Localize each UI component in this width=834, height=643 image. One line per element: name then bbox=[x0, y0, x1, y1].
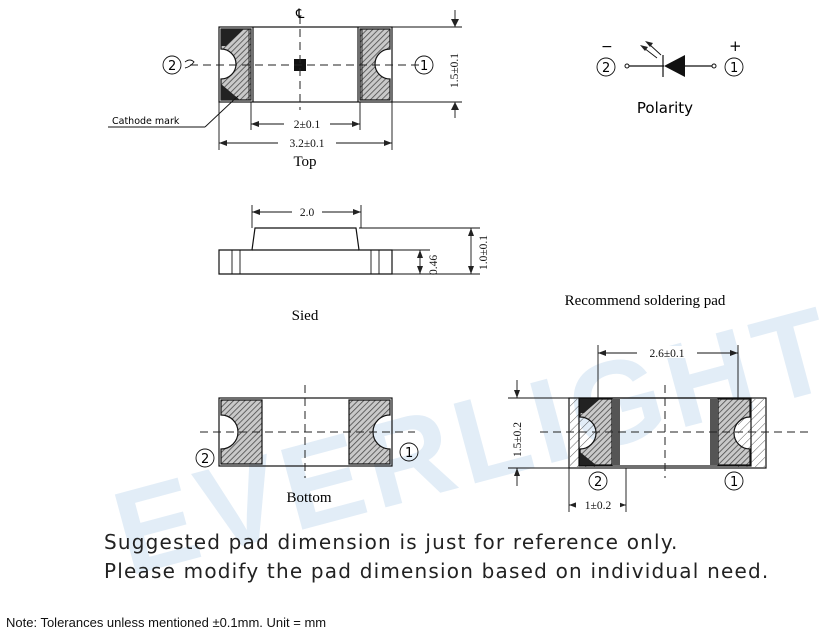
polarity-pin2-circle bbox=[596, 57, 616, 77]
cathode-leader-diag bbox=[204, 95, 239, 128]
emit-arrow-2-line bbox=[648, 43, 662, 56]
top-pin1-label: 1 bbox=[420, 59, 428, 74]
top-height-arrow-bottom bbox=[451, 102, 459, 110]
bottom-pin1-label: 1 bbox=[405, 446, 413, 461]
side-body-outline bbox=[218, 227, 393, 275]
polarity-plus: + bbox=[729, 37, 742, 55]
polarity-minus: − bbox=[601, 39, 613, 55]
top-pin2-label: 2 bbox=[168, 59, 176, 74]
side-top-arrow-left bbox=[252, 209, 260, 215]
pad-pin2-circle bbox=[588, 471, 608, 491]
polarity-pin1-label: 1 bbox=[730, 61, 738, 76]
pad-cathode-mark bbox=[580, 399, 600, 413]
pad-height-dim: 1.5±0.2 bbox=[512, 422, 524, 457]
top-view-title: Top bbox=[293, 154, 316, 170]
top-view: ℄ 2 1 Cathode mark 1.5±0.1 2±0.1 3.2 bbox=[108, 6, 462, 170]
soldering-pad-view: Recommend soldering pad 2.6±0.1 1.5±0.2 bbox=[508, 293, 812, 512]
pad-left-inner-band bbox=[612, 399, 620, 465]
polarity-symbol: 2 − 1 + Polarity bbox=[596, 37, 744, 117]
bottom-view-title: Bottom bbox=[286, 490, 331, 506]
emit-arrow-1-line bbox=[643, 47, 658, 59]
pad-pin1-circle bbox=[724, 471, 744, 491]
pad-view-title: Recommend soldering pad bbox=[565, 293, 726, 309]
pad-width-arrow-right bbox=[730, 350, 738, 356]
top-pin2-circle bbox=[162, 55, 182, 75]
side-view-title: Sied bbox=[292, 308, 319, 324]
pad-width-dim: 2.6±0.1 bbox=[649, 348, 684, 360]
side-height-arrow-bottom bbox=[468, 266, 474, 274]
polarity-pin2-label: 2 bbox=[602, 61, 610, 76]
bottom-pin2-circle bbox=[195, 448, 215, 468]
side-base-dim: 0.46 bbox=[428, 255, 440, 275]
pad-width-arrow-left bbox=[598, 350, 606, 356]
top-outer-arrow-right bbox=[384, 140, 392, 146]
pad-gap-arrow-left bbox=[569, 502, 577, 508]
top-height-dim: 1.5±0.1 bbox=[449, 53, 461, 88]
diode-triangle bbox=[664, 55, 685, 77]
side-base-arrow-bottom bbox=[417, 266, 423, 274]
cathode-corner-mark bbox=[221, 29, 244, 46]
side-base-arrow-top bbox=[417, 250, 423, 258]
pad-pin1-label: 1 bbox=[730, 475, 738, 490]
top-pin2-squiggle bbox=[184, 59, 195, 69]
pad-cathode-mark-lower bbox=[580, 452, 596, 465]
pad-right-terminal bbox=[717, 398, 751, 466]
top-outer-dim-bg bbox=[278, 136, 336, 148]
top-inner-dim-bg bbox=[284, 117, 330, 129]
side-top-arrow-right bbox=[353, 209, 361, 215]
emit-arrow-1-head bbox=[640, 45, 648, 51]
bottom-view: 2 1 Bottom bbox=[195, 385, 419, 506]
side-view: 2.0 1.0±0.1 0.46 Sied bbox=[218, 205, 490, 324]
cathode-mark-label: Cathode mark bbox=[112, 116, 180, 127]
bottom-pin1-circle bbox=[399, 442, 419, 462]
centerline-symbol: ℄ bbox=[295, 6, 305, 21]
bottom-pin2-label: 2 bbox=[201, 452, 209, 467]
side-height-arrow-top bbox=[468, 228, 474, 236]
top-inner-arrow-right bbox=[352, 121, 360, 127]
pad-width-dim-bg bbox=[637, 346, 697, 358]
polarity-title: Polarity bbox=[637, 99, 693, 117]
pad-height-arrow-bottom bbox=[514, 468, 520, 476]
top-inner-dim: 2±0.1 bbox=[294, 119, 321, 131]
pad-pin2-label: 2 bbox=[594, 475, 602, 490]
cathode-corner-mark-lower bbox=[221, 84, 240, 100]
polarity-pin1-circle bbox=[724, 57, 744, 77]
tolerance-footnote: Note: Tolerances unless mentioned ±0.1mm… bbox=[6, 615, 327, 630]
reference-note-line-2: Please modify the pad dimension based on… bbox=[104, 559, 770, 583]
top-height-arrow-top bbox=[451, 19, 459, 27]
top-pin1-circle bbox=[414, 55, 434, 75]
polarity-node-right bbox=[711, 63, 717, 69]
pad-gap-dim: 1±0.2 bbox=[585, 500, 612, 512]
side-height-dim: 1.0±0.1 bbox=[478, 235, 490, 270]
top-inner-arrow-left bbox=[251, 121, 259, 127]
polarity-node-left bbox=[624, 63, 630, 69]
emit-arrow-2-head bbox=[645, 41, 653, 47]
side-top-dim-bg bbox=[292, 205, 322, 217]
side-top-dim: 2.0 bbox=[300, 207, 315, 219]
top-outer-arrow-left bbox=[219, 140, 227, 146]
reference-note-line-1: Suggested pad dimension is just for refe… bbox=[104, 530, 679, 554]
top-outer-dim: 3.2±0.1 bbox=[289, 138, 324, 150]
pad-gap-dim-bg bbox=[576, 498, 620, 510]
pad-height-arrow-top bbox=[514, 390, 520, 398]
